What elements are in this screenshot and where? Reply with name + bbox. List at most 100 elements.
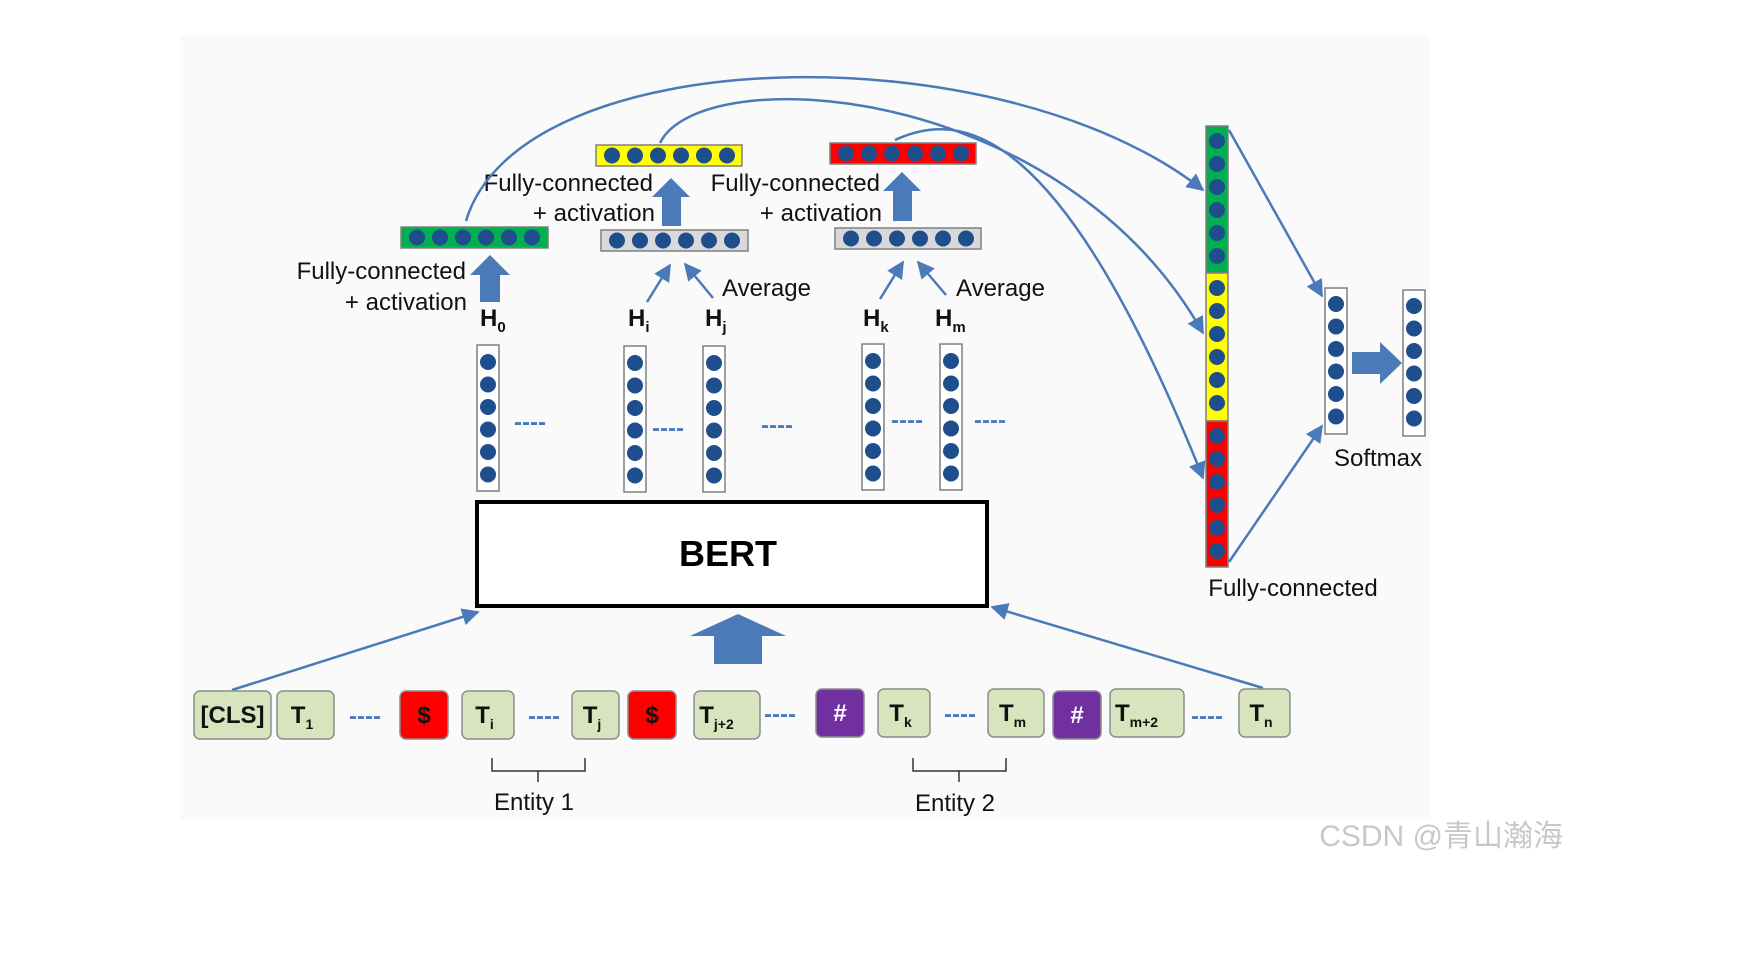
neuron-dot: [1209, 179, 1225, 195]
neuron-dot: [1328, 318, 1344, 335]
neuron-dot: [843, 230, 859, 247]
neuron-dot: [627, 355, 643, 371]
token-rect: [399, 690, 449, 740]
neuron-dot: [655, 232, 671, 249]
neuron-dot: [943, 398, 959, 414]
neuron-dot: [865, 465, 881, 482]
neuron-dot: [1209, 372, 1225, 388]
neuron-dot: [1406, 320, 1422, 337]
hidden-ellipsis: ----: [514, 409, 546, 436]
token-ellipsis: ----: [1191, 703, 1223, 730]
entity2-brace: [912, 758, 1007, 782]
neuron-dot: [706, 445, 722, 461]
softmax-arrow: [1352, 342, 1402, 384]
token-rect: [877, 688, 931, 738]
fc-output-vector: [1324, 287, 1348, 435]
neuron-dot: [478, 229, 494, 246]
neuron-dot: [480, 354, 496, 370]
neuron-dot: [1209, 474, 1225, 490]
token-hash-marker: #: [1052, 690, 1102, 740]
avg-arrow-hm: [916, 260, 947, 296]
fc-e1-line1: Fully-connected: [484, 170, 653, 197]
softmax-label: Softmax: [1334, 445, 1422, 472]
hidden-state-m: Hm: [935, 305, 966, 491]
concat-bottom-to-fc: [1227, 424, 1324, 563]
hidden-ellipsis: ----: [761, 412, 793, 439]
token-ellipsis: ----: [764, 701, 796, 728]
neuron-dot: [632, 232, 648, 249]
bert-label: BERT: [679, 533, 777, 574]
concatenated-vector: [1205, 125, 1229, 568]
neuron-dot: [889, 230, 905, 247]
token-rect: [276, 690, 335, 740]
entity2-average-vector: [834, 227, 982, 250]
entity1-label: Entity 1: [494, 789, 574, 816]
neuron-dot: [943, 375, 959, 392]
avg-arrow-hi: [645, 263, 672, 303]
neuron-dot: [1209, 248, 1225, 264]
hidden-state-j: Hj: [702, 305, 727, 493]
tn-input-arrow: [990, 603, 1264, 690]
neuron-dot: [1209, 326, 1225, 342]
neuron-dot: [935, 230, 951, 247]
neuron-dot: [1328, 363, 1344, 380]
neuron-dot: [1209, 202, 1225, 218]
token-rect: [461, 690, 515, 740]
neuron-dot: [480, 421, 496, 438]
neuron-dot: [627, 445, 643, 461]
fc-arrow-e2: [883, 172, 921, 221]
neuron-dot: [673, 147, 689, 164]
hidden-ellipsis: ----: [652, 415, 684, 442]
input-arrow: [690, 614, 786, 664]
entity1-brace: [491, 758, 586, 782]
neuron-dot: [480, 466, 496, 483]
token-label: Ti: [475, 702, 494, 732]
neuron-dot: [861, 145, 877, 162]
neuron-dot: [907, 145, 923, 162]
fc-cls-line2: + activation: [345, 289, 467, 316]
neuron-dot: [480, 399, 496, 415]
neuron-dot: [1209, 543, 1225, 559]
average-label-e1: Average: [722, 275, 811, 302]
neuron-dot: [609, 232, 625, 249]
concat-cls-segment: [1205, 125, 1229, 274]
neuron-dot: [524, 229, 540, 246]
token-label: $: [417, 702, 431, 729]
token-rect: [1238, 688, 1291, 738]
token-rect: [193, 690, 272, 740]
neuron-dot: [1209, 133, 1225, 149]
hidden-state-label: Hj: [705, 305, 727, 336]
neuron-dot: [1209, 280, 1225, 296]
concat-entity1-segment: [1205, 272, 1229, 422]
neuron-dot: [865, 420, 881, 437]
neuron-dot: [865, 398, 881, 414]
hidden-state-k: Hk: [861, 305, 889, 491]
neuron-dot: [650, 147, 666, 164]
neuron-dot: [719, 147, 735, 164]
bert-box: [475, 500, 989, 608]
neuron-dot: [865, 443, 881, 459]
hidden-ellipsis: ----: [974, 407, 1006, 434]
neuron-dot: [1328, 341, 1344, 357]
neuron-dot: [943, 353, 959, 369]
token-rect: [1052, 690, 1102, 740]
neuron-dot: [1328, 408, 1344, 425]
curve-e1-to-concat: [658, 97, 1205, 335]
neuron-dot: [724, 232, 740, 249]
hidden-state-i: Hi: [623, 305, 650, 493]
avg-arrow-hk: [878, 260, 905, 300]
neuron-dot: [1209, 497, 1225, 513]
fc-arrow-e1: [652, 178, 690, 226]
token-box: Tn: [1238, 688, 1291, 738]
neuron-dot: [1406, 388, 1422, 404]
fc-e1-line2: + activation: [533, 200, 655, 227]
neuron-dot: [884, 145, 900, 162]
token-box: Ti: [461, 690, 515, 740]
token-dollar-marker: $: [627, 690, 677, 740]
token-rect: [987, 688, 1045, 738]
neuron-dot: [455, 229, 471, 246]
token-ellipsis: ----: [349, 703, 381, 730]
neuron-dot: [480, 444, 496, 460]
neuron-dot: [627, 467, 643, 484]
